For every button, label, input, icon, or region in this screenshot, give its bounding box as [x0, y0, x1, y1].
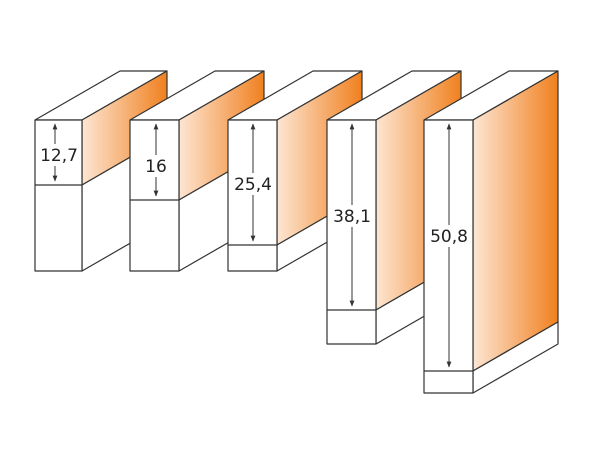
block-front-face	[34, 119, 83, 272]
dimension-label: 50,8	[430, 227, 468, 247]
dimension-label: 38,1	[333, 207, 371, 227]
dimension-label: 25,4	[234, 175, 272, 195]
block-orange-face	[472, 70, 559, 372]
label-background	[39, 144, 79, 166]
label-background	[142, 155, 170, 177]
label-background	[232, 173, 274, 195]
block-50-8: 50,8	[423, 70, 559, 394]
block-front-face	[129, 119, 180, 272]
label-background	[428, 225, 470, 247]
dimension-label: 16	[145, 157, 167, 177]
dimension-label: 12,7	[40, 146, 78, 166]
label-background	[331, 205, 373, 227]
